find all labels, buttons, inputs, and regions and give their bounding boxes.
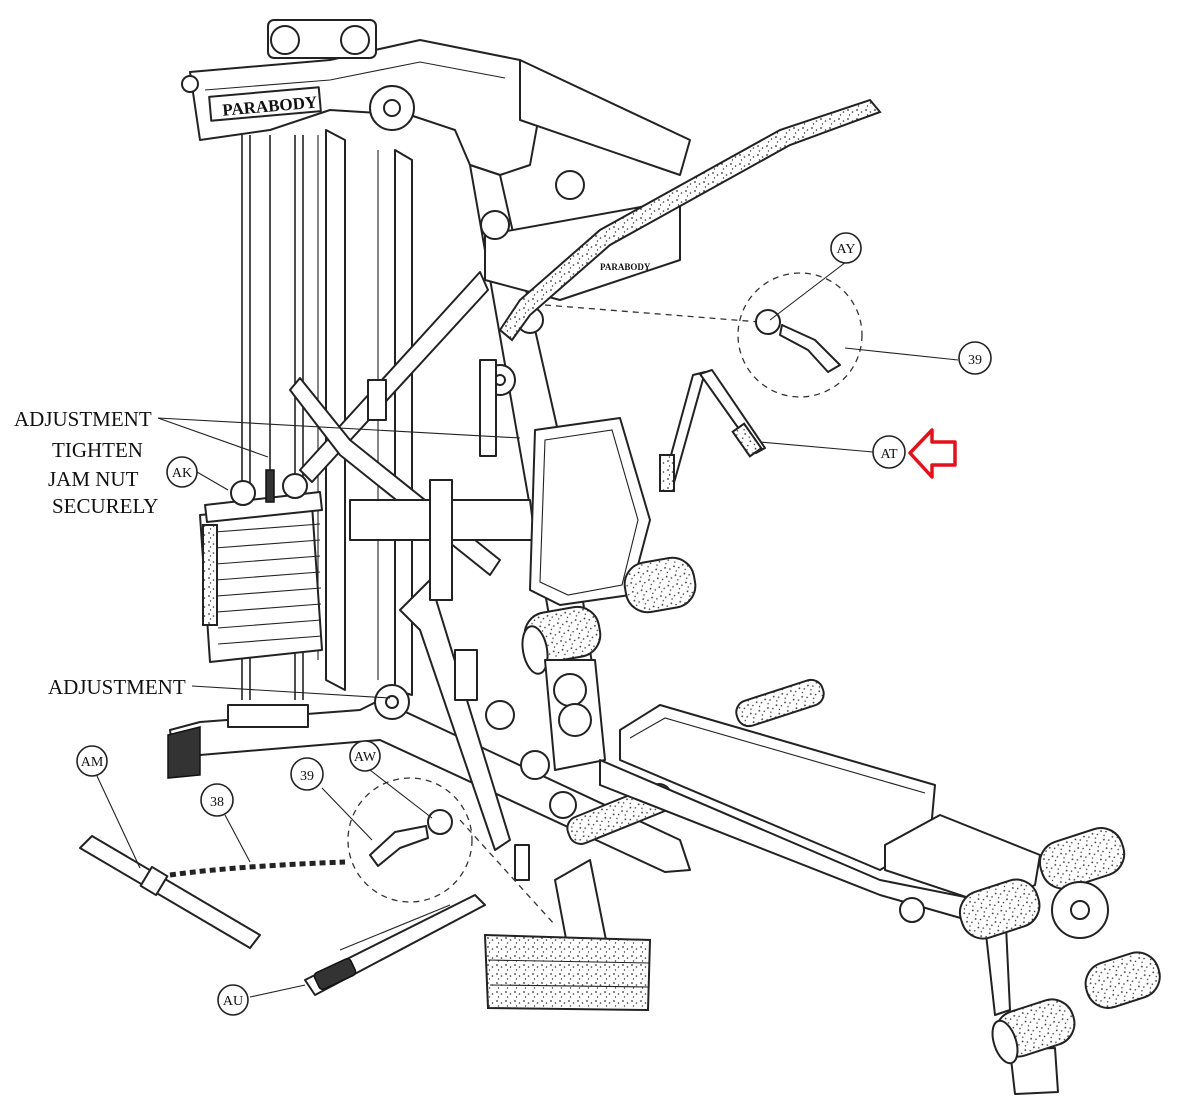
svg-text:38: 38 (210, 795, 224, 810)
chain-accessory (169, 859, 346, 878)
v-handle-accessory (659, 369, 766, 492)
weight-plates (214, 523, 323, 645)
straight-bar-accessory (79, 835, 261, 949)
callout-39-left: 39 (290, 757, 324, 791)
svg-text:39: 39 (300, 769, 314, 784)
callout-ay: AY (830, 232, 862, 264)
svg-text:AU: AU (223, 994, 243, 1009)
svg-text:39: 39 (968, 353, 982, 368)
svg-text:AK: AK (172, 466, 192, 481)
svg-text:AT: AT (880, 447, 898, 462)
callout-38: 38 (200, 783, 234, 817)
jam-nut-label: JAM NUT (48, 467, 139, 491)
securely-label: SECURELY (52, 494, 158, 518)
adjustment-label-bottom: ADJUSTMENT (48, 675, 186, 699)
callout-ak: AK (166, 456, 198, 488)
svg-text:PARABODY: PARABODY (600, 262, 651, 272)
aw-clip-detail (347, 777, 556, 926)
ankle-strap-accessory (304, 894, 486, 996)
svg-text:AW: AW (354, 750, 377, 765)
callout-aw: AW (349, 740, 381, 772)
svg-text:AM: AM (81, 755, 104, 770)
adjustment-label-top: ADJUSTMENT (14, 407, 152, 431)
ay-clip-detail (544, 272, 863, 398)
leader-lines (96, 261, 959, 998)
svg-text:AY: AY (837, 242, 856, 257)
callout-au: AU (217, 984, 249, 1016)
gym-frame: PARABODY PARABODY (167, 19, 1161, 1095)
tighten-label: TIGHTEN (52, 438, 143, 462)
callout-am: AM (76, 745, 108, 777)
lat-bar (498, 98, 882, 342)
callout-at: AT (872, 435, 906, 469)
highlight-arrow-icon (908, 428, 957, 479)
callout-39-right: 39 (958, 341, 992, 375)
